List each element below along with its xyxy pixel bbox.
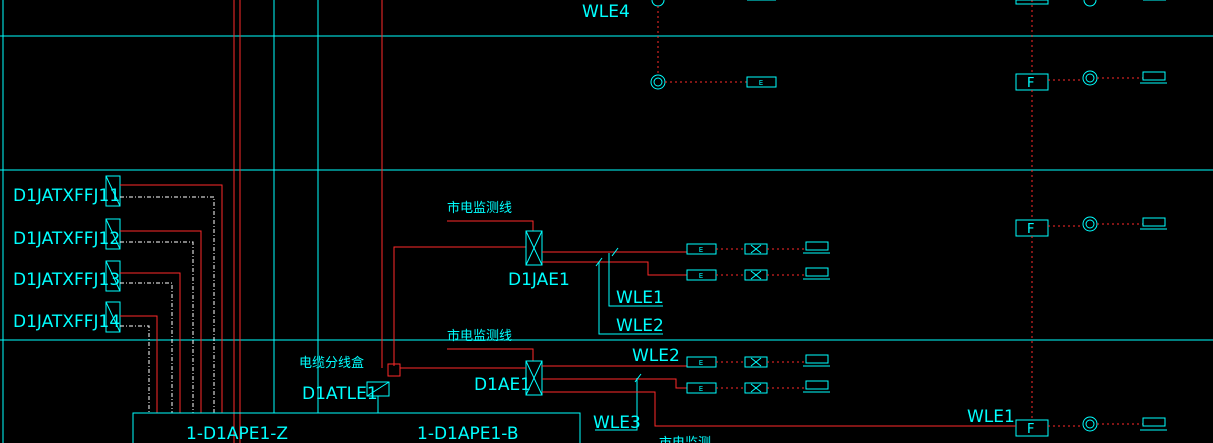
svg-text:F: F (1027, 76, 1034, 91)
emergency-light-icon (746, 76, 777, 88)
wle2-label-a: WLE2 (616, 316, 664, 336)
wle1-label-b: WLE1 (967, 407, 1015, 427)
fire-damper-devices: D1JATXFFJ11 D1JATXFFJ12 D1JATXFFJ13 D1JA… (13, 175, 121, 333)
lamp-icon (1082, 416, 1098, 432)
svg-text:E: E (699, 385, 703, 393)
svg-text:E: E (699, 246, 703, 254)
panel-b-label: 1-D1APE1-B (417, 424, 519, 443)
monitor-line-label-1: 市电监测线 (447, 200, 512, 216)
device-label-13: D1JATXFFJ13 (13, 270, 120, 290)
device-box-icon (105, 218, 121, 250)
exit-sign-icon (805, 267, 829, 277)
exit-sign-icon (805, 380, 829, 390)
module-box-icon (525, 360, 543, 396)
cable-junction-box: 电缆分线盒 D1ATLE1 (299, 355, 401, 413)
svg-text:E: E (699, 359, 703, 367)
lamp-icon (1082, 216, 1098, 232)
wle2-label-b: WLE2 (632, 346, 680, 366)
exit-sign-icon (1142, 71, 1166, 81)
d1jae1-label: D1JAE1 (508, 270, 570, 290)
junction-icon (387, 363, 401, 377)
d1ae1-label: D1AE1 (474, 375, 531, 395)
device-label-14: D1JATXFFJ14 (13, 312, 120, 332)
cable-box-label: 电缆分线盒 (299, 355, 364, 371)
exit-sign-icon (1142, 217, 1166, 227)
riser-lines (233, 0, 383, 443)
device-box-icon (105, 260, 121, 292)
exit-sign-icon (805, 241, 829, 251)
svg-text:F: F (1027, 222, 1034, 237)
device-label-11: D1JATXFFJ11 (13, 186, 120, 206)
wle1-label-a: WLE1 (616, 288, 664, 308)
device-wiring (120, 184, 223, 413)
d1jae1-branch: 市电监测线 D1JAE1 WLE1 WLE2 E E (393, 200, 830, 366)
wle3-label: WLE3 (593, 413, 641, 433)
right-column-top: F (1015, 0, 1167, 91)
d1atle1-label: D1ATLE1 (302, 384, 378, 404)
right-column-lower: F F (1015, 90, 1167, 437)
svg-text:E: E (759, 79, 763, 87)
device-box-icon (105, 175, 121, 207)
bottom-partial-label: 市电监测 (659, 435, 711, 443)
exit-sign-icon (805, 354, 829, 364)
wle4-label: WLE4 (582, 2, 630, 22)
fire-box-icon (1015, 419, 1049, 437)
wle4-branch: WLE4 E (582, 0, 777, 90)
lamp-icon (1082, 70, 1098, 86)
module-box-icon (525, 230, 543, 266)
distribution-panel: 1-D1APE1-Z 1-D1APE1-B (132, 412, 581, 443)
lamp-icon (650, 74, 666, 90)
panel-z-label: 1-D1APE1-Z (186, 424, 288, 443)
device-box-icon (105, 301, 121, 333)
exit-sign-icon (1142, 417, 1166, 427)
d1ae1-branch: 市电监测线 D1AE1 WLE2 WLE3 WLE1 E E (400, 328, 1016, 433)
panel-box (132, 412, 581, 443)
device-label-12: D1JATXFFJ12 (13, 229, 120, 249)
monitor-line-label-2: 市电监测线 (447, 328, 512, 344)
svg-text:F: F (1027, 422, 1034, 437)
svg-text:E: E (699, 272, 703, 280)
